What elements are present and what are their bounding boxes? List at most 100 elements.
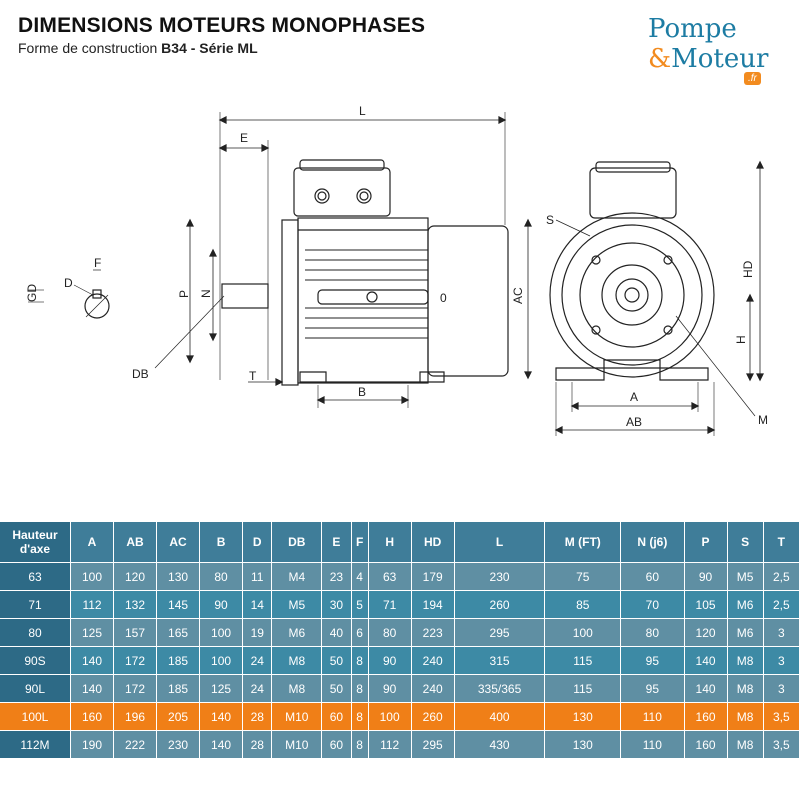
table-cell: 80 [199, 562, 244, 591]
table-cell: 230 [156, 730, 201, 758]
column-header: T [763, 522, 800, 563]
table-cell: 185 [156, 646, 201, 675]
label-zero: 0 [440, 291, 447, 305]
table-cell: M6 [727, 590, 764, 619]
page-subtitle: Forme de construction B34 - Série ML [18, 40, 258, 56]
table-cell: 194 [411, 590, 455, 619]
label-DB: DB [132, 367, 149, 381]
table-cell: 90 [368, 674, 412, 703]
table-cell: M8 [271, 674, 323, 703]
page-title: DIMENSIONS MOTEURS MONOPHASES [18, 14, 426, 37]
table-cell: 172 [113, 674, 158, 703]
table-cell: 8 [351, 674, 369, 703]
table-cell: 24 [242, 674, 273, 703]
table-cell: 3 [763, 618, 800, 647]
label-D: D [64, 276, 73, 290]
label-B: B [358, 385, 366, 399]
table-cell: 157 [113, 618, 158, 647]
table-cell: 40 [321, 618, 352, 647]
table-cell: 223 [411, 618, 455, 647]
table-cell: 185 [156, 674, 201, 703]
table-cell: 23 [321, 562, 352, 591]
table-cell: 140 [684, 646, 728, 675]
column-header: L [454, 522, 546, 563]
table-cell: M8 [271, 646, 323, 675]
table-cell: 90 [684, 562, 728, 591]
axis-height-cell: 80 [0, 618, 71, 647]
table-cell: 8 [351, 730, 369, 758]
table-cell: 100 [199, 618, 244, 647]
table-cell: 2,5 [763, 590, 800, 619]
table-cell: 260 [454, 590, 546, 619]
table-cell: 125 [70, 618, 115, 647]
column-header: Hauteur d'axe [0, 522, 71, 563]
table-cell: 315 [454, 646, 546, 675]
table-cell: 71 [368, 590, 412, 619]
table-cell: 130 [544, 702, 622, 731]
table-cell: 140 [70, 674, 115, 703]
axis-height-cell: 112M [0, 730, 71, 758]
table-cell: 400 [454, 702, 546, 731]
axis-height-cell: 90S [0, 646, 71, 675]
table-cell: 60 [321, 702, 352, 731]
table-cell: 430 [454, 730, 546, 758]
table-cell: 165 [156, 618, 201, 647]
table-cell: 179 [411, 562, 455, 591]
table-cell: M4 [271, 562, 323, 591]
table-cell: 95 [620, 674, 685, 703]
table-cell: 28 [242, 730, 273, 758]
table-cell: 50 [321, 646, 352, 675]
table-cell: 130 [156, 562, 201, 591]
table-cell: 172 [113, 646, 158, 675]
column-header: DB [271, 522, 323, 563]
table-cell: 85 [544, 590, 622, 619]
table-cell: 14 [242, 590, 273, 619]
axis-height-cell: 90L [0, 674, 71, 703]
table-cell: M8 [727, 730, 764, 758]
table-cell: 260 [411, 702, 455, 731]
table-cell: 160 [684, 730, 728, 758]
column-header: P [684, 522, 728, 563]
label-HD: HD [741, 260, 755, 278]
table-cell: 335/365 [454, 674, 546, 703]
table-cell: 3,5 [763, 730, 800, 758]
axis-height-cell: 71 [0, 590, 71, 619]
axis-height-cell: 63 [0, 562, 71, 591]
table-cell: 100 [199, 646, 244, 675]
column-header: AB [113, 522, 158, 563]
subtitle-series: B34 - Série ML [161, 40, 258, 56]
table-cell: 230 [454, 562, 546, 591]
logo-line1: Pompe [648, 14, 737, 44]
table-cell: 110 [620, 730, 685, 758]
table-cell: 115 [544, 674, 622, 703]
table-cell: 140 [70, 646, 115, 675]
column-header: N (j6) [620, 522, 685, 563]
table-cell: 70 [620, 590, 685, 619]
label-AC: AC [511, 287, 525, 304]
table-cell: 100 [368, 702, 412, 731]
label-GD: GD [25, 284, 39, 302]
table-cell: 115 [544, 646, 622, 675]
table-cell: 75 [544, 562, 622, 591]
table-cell: 190 [70, 730, 115, 758]
column-header: H [368, 522, 412, 563]
table-cell: 60 [620, 562, 685, 591]
table-cell: 132 [113, 590, 158, 619]
side-view [154, 112, 532, 408]
table-cell: 19 [242, 618, 273, 647]
front-view [549, 160, 764, 436]
column-header: A [70, 522, 115, 563]
table-cell: 8 [351, 702, 369, 731]
label-S: S [546, 213, 554, 227]
table-cell: M10 [271, 702, 323, 731]
table-cell: 4 [351, 562, 369, 591]
table-cell: M6 [271, 618, 323, 647]
label-E: E [240, 131, 248, 145]
